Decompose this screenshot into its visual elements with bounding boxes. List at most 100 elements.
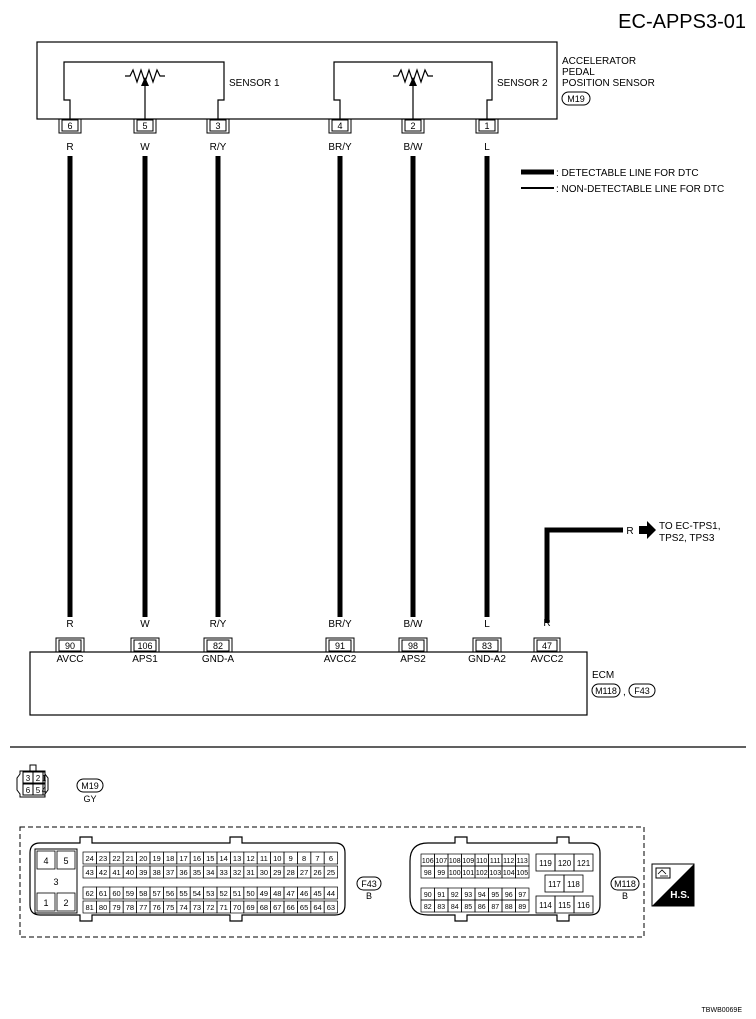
f43-pin: 46 (300, 889, 308, 898)
m118-pin: 114 (539, 901, 552, 910)
ecm-pin-label: GND-A2 (468, 654, 506, 665)
f43-pin: 21 (126, 854, 134, 863)
m19-connector-badge (76, 778, 104, 793)
sensor-title-line1: ACCELERATOR (562, 56, 636, 67)
wire-color-top: BR/Y (328, 142, 352, 153)
f43-pin: 59 (126, 889, 134, 898)
ecm-pin: 90 (65, 641, 75, 651)
branch-wire-color: R (543, 618, 550, 629)
f43-pin: 7 (315, 854, 319, 863)
m118-pin: 115 (558, 901, 571, 910)
f43-pin: 70 (233, 903, 241, 912)
m118-pin: 107 (435, 858, 447, 865)
sensor1-wiper-arrow (141, 77, 149, 86)
f43-pin: 35 (193, 868, 201, 877)
sensor-pin: 1 (484, 121, 489, 131)
m118-pin: 85 (464, 904, 472, 911)
ecm-pin: 91 (335, 641, 345, 651)
f43-pin: 5 (63, 856, 68, 866)
f43-pin: 57 (153, 889, 161, 898)
f43-pin: 42 (99, 868, 107, 877)
ecm-box (29, 651, 588, 716)
f43-pin: 61 (99, 889, 107, 898)
f43-pin: 60 (112, 889, 120, 898)
f43-pin: 28 (287, 868, 295, 877)
f43-pin: 69 (246, 903, 254, 912)
f43-pin: 29 (273, 868, 281, 877)
wire-color-bottom: R (66, 619, 73, 630)
m118-pin: 82 (424, 904, 432, 911)
sensor-title-line2: PEDAL (562, 67, 595, 78)
f43-pin: 40 (126, 868, 134, 877)
f43-pin: 54 (193, 889, 201, 898)
ecm-pin: 98 (408, 641, 418, 651)
m118-connector-body (409, 836, 601, 922)
ecm-pin-label: AVCC (56, 654, 83, 665)
m118-connector-id: M118 (614, 879, 636, 889)
f43-pin: 26 (313, 868, 321, 877)
f43-pin: 80 (99, 903, 107, 912)
f43-connector-badge (356, 876, 382, 891)
sensor-pin: 3 (215, 121, 220, 131)
f43-pin: 66 (287, 903, 295, 912)
f43-pin: 17 (179, 854, 187, 863)
f43-pin: 73 (193, 903, 201, 912)
m19-pin: 5 (36, 786, 41, 795)
m118-pin: 87 (491, 904, 499, 911)
m118-pin: 94 (478, 892, 486, 899)
ecm-pin-label: APS1 (132, 654, 158, 665)
f43-pin: 4 (43, 856, 48, 866)
wire-color-top: W (140, 142, 150, 153)
m118-pin: 112 (503, 858, 514, 865)
m118-pin: 118 (567, 880, 580, 889)
f43-pin: 81 (86, 903, 94, 912)
m19-connector-face (16, 764, 49, 798)
m118-pin: 84 (451, 904, 459, 911)
f43-pin: 25 (327, 868, 335, 877)
ecm-connector-badge-1 (591, 683, 621, 698)
f43-pin: 67 (273, 903, 281, 912)
f43-pin: 75 (166, 903, 174, 912)
f43-pin: 11 (260, 854, 268, 863)
f43-pin: 53 (206, 889, 214, 898)
f43-pin: 14 (220, 854, 228, 863)
f43-pin: 16 (193, 854, 201, 863)
f43-pin: 30 (260, 868, 268, 877)
m118-pin: 120 (558, 859, 572, 868)
f43-pin: 10 (273, 854, 281, 863)
f43-pin: 20 (139, 854, 147, 863)
f43-pin: 24 (86, 854, 94, 863)
f43-pin: 12 (246, 854, 254, 863)
m118-pin: 106 (422, 858, 434, 865)
wire-color-bottom: R/Y (210, 619, 227, 630)
m118-pin: 121 (577, 859, 591, 868)
f43-pin: 13 (233, 854, 241, 863)
f43-pin: 2 (63, 898, 68, 908)
f43-pin: 71 (220, 903, 228, 912)
m118-pin: 83 (437, 904, 445, 911)
sensor2-circuit (333, 61, 493, 119)
f43-pin: 48 (273, 889, 281, 898)
m118-pin: 108 (449, 858, 461, 865)
m19-pin: 6 (26, 786, 31, 795)
figure-id: TBWB0069E (702, 1007, 743, 1014)
f43-pin: 76 (153, 903, 161, 912)
m19-pin: 4 (42, 786, 47, 795)
branch-dest-line2: TPS2, TPS3 (659, 533, 715, 544)
ecm-pin-label: GND-A (202, 654, 235, 665)
wire-color-top: R/Y (210, 142, 227, 153)
ecm-pin: 47 (542, 641, 552, 651)
m118-pin: 116 (577, 901, 590, 910)
m19-connector-color: GY (83, 794, 96, 804)
sensor-connector-id: M19 (567, 94, 585, 104)
f43-pin: 43 (86, 868, 94, 877)
m118-pin: 92 (451, 892, 459, 899)
m118-pin: 96 (505, 892, 513, 899)
f43-pin: 79 (112, 903, 120, 912)
ecm-connector-badge-2 (628, 683, 656, 698)
f43-pin: 34 (206, 868, 214, 877)
m118-pin: 103 (489, 870, 501, 877)
m118-pin: 89 (518, 904, 526, 911)
